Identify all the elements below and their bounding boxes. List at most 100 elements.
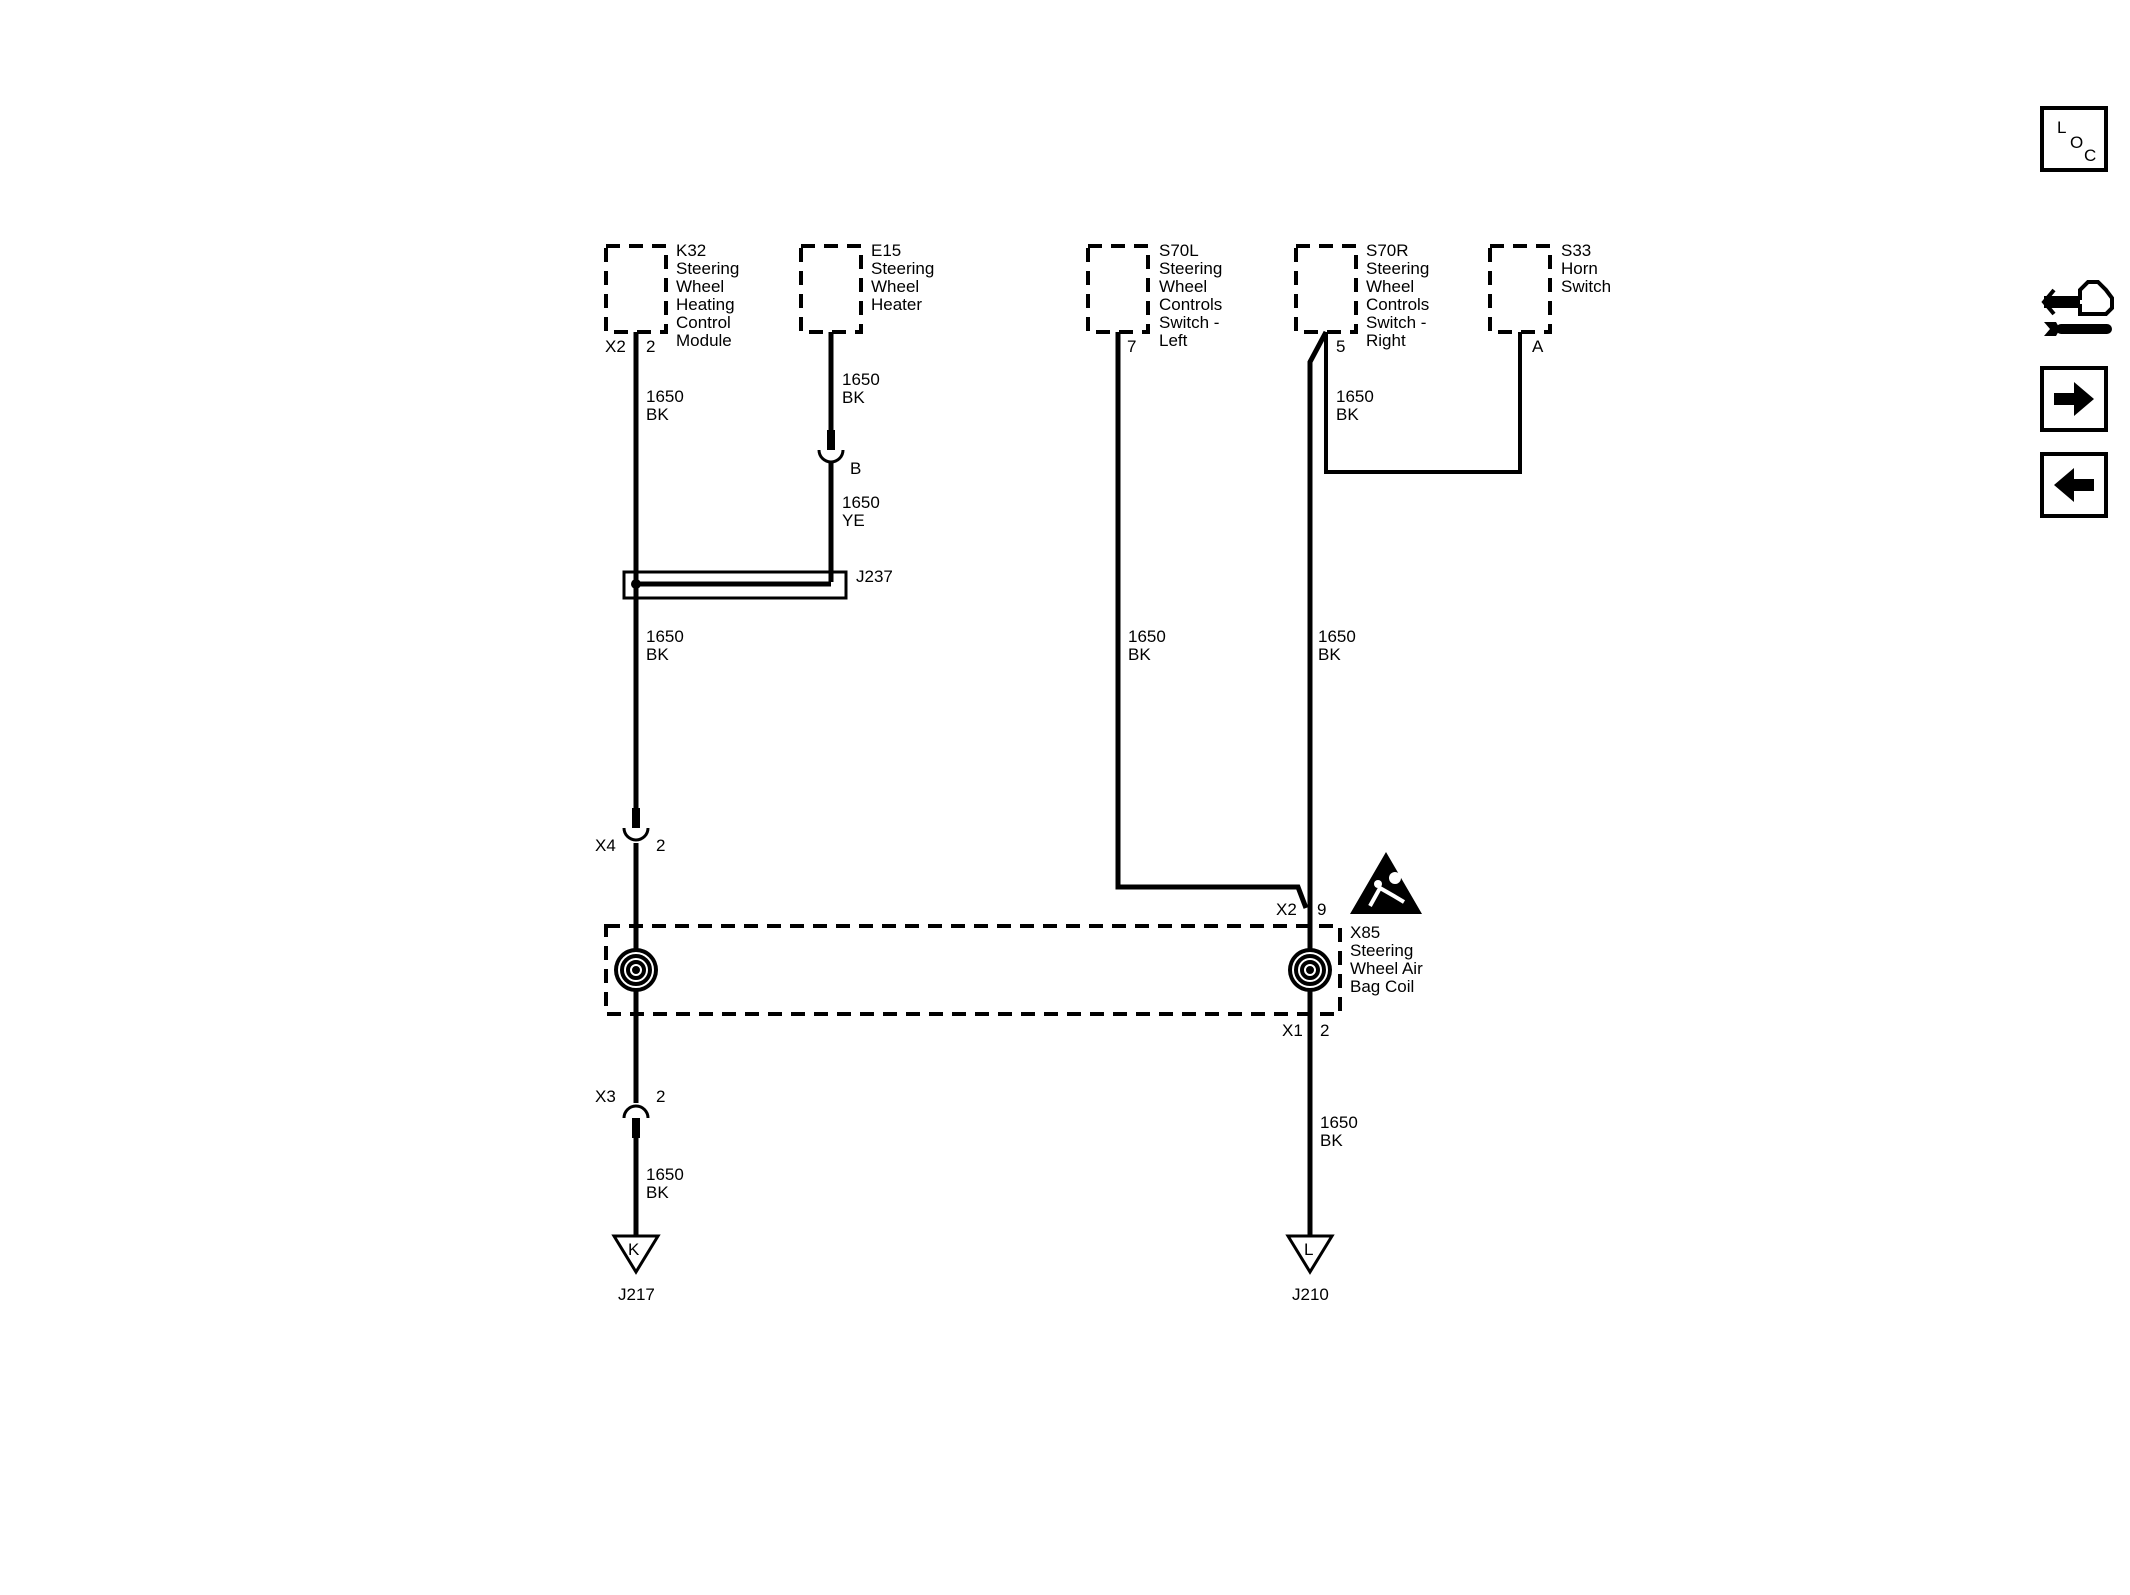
svg-text:Wheel: Wheel <box>871 277 919 296</box>
s70r-switch-box[interactable] <box>1294 244 1358 334</box>
j237-label: J237 <box>856 567 893 586</box>
e15-label: E15 Steering Wheel Heater <box>871 241 934 314</box>
svg-text:BK: BK <box>646 405 669 424</box>
wire-label-4: 1650 BK <box>646 627 684 664</box>
svg-text:Horn: Horn <box>1561 259 1598 278</box>
s33-pin-label: A <box>1532 337 1544 356</box>
svg-text:Steering: Steering <box>1159 259 1222 278</box>
svg-text:K: K <box>628 1240 640 1259</box>
svg-text:1650: 1650 <box>646 627 684 646</box>
s70l-switch-box[interactable] <box>1086 244 1150 334</box>
svg-text:Heating: Heating <box>676 295 735 314</box>
wire-label-9: 1650 BK <box>1320 1113 1358 1150</box>
svg-text:Wheel: Wheel <box>1366 277 1414 296</box>
svg-text:Heater: Heater <box>871 295 922 314</box>
airbag-warning-icon <box>1350 852 1422 914</box>
s70r-label: S70R Steering Wheel Controls Switch - Ri… <box>1366 241 1429 350</box>
wire-label-8: 1650 BK <box>646 1165 684 1202</box>
svg-text:BK: BK <box>1318 645 1341 664</box>
connector-x3[interactable] <box>622 1104 650 1138</box>
previous-page-button[interactable] <box>2040 452 2108 518</box>
j237-splice[interactable] <box>622 570 848 600</box>
arrow-right-icon <box>2054 382 2094 416</box>
svg-text:E15: E15 <box>871 241 901 260</box>
svg-text:Switch -: Switch - <box>1159 313 1219 332</box>
loc-c: C <box>2084 146 2097 165</box>
svg-text:1650: 1650 <box>646 387 684 406</box>
connector-x4[interactable] <box>622 808 650 842</box>
x4-connector-label: X4 <box>595 836 616 855</box>
svg-text:BK: BK <box>646 1183 669 1202</box>
s70l-pin-label: 7 <box>1127 337 1136 356</box>
ground-k[interactable]: K <box>611 1234 661 1275</box>
svg-text:Steering: Steering <box>871 259 934 278</box>
svg-text:Steering: Steering <box>1350 941 1413 960</box>
svg-text:Controls: Controls <box>1366 295 1429 314</box>
loc-o: O <box>2070 133 2084 152</box>
svg-text:Controls: Controls <box>1159 295 1222 314</box>
svg-text:BK: BK <box>1128 645 1151 664</box>
clockspring-coil-left-icon <box>614 948 658 992</box>
svg-text:BK: BK <box>646 645 669 664</box>
svg-text:S70R: S70R <box>1366 241 1409 260</box>
x85-x1-pin-label: 2 <box>1320 1021 1329 1040</box>
x4-pin-label: 2 <box>656 836 665 855</box>
svg-text:1650: 1650 <box>842 493 880 512</box>
svg-text:Left: Left <box>1159 331 1188 350</box>
svg-text:BK: BK <box>842 388 865 407</box>
s70l-label: S70L Steering Wheel Controls Switch - Le… <box>1159 241 1222 350</box>
svg-text:1650: 1650 <box>842 370 880 389</box>
ground-l[interactable]: L <box>1285 1234 1335 1275</box>
svg-text:Switch -: Switch - <box>1366 313 1426 332</box>
x85-airbag-coil-box[interactable] <box>604 924 1342 1016</box>
s33-horn-switch-box[interactable] <box>1488 244 1552 334</box>
svg-text:Bag Coil: Bag Coil <box>1350 977 1414 996</box>
ground-j210-label: J210 <box>1292 1285 1329 1304</box>
ground-j217-label: J217 <box>618 1285 655 1304</box>
x85-x1-connector-label: X1 <box>1282 1021 1303 1040</box>
svg-text:Wheel Air: Wheel Air <box>1350 959 1423 978</box>
x3-connector-label: X3 <box>595 1087 616 1106</box>
svg-text:BK: BK <box>1336 405 1359 424</box>
svg-text:1650: 1650 <box>1320 1113 1358 1132</box>
svg-text:L: L <box>1304 1240 1313 1259</box>
wire-label-2: 1650 BK <box>842 370 880 407</box>
e15-heater-box[interactable] <box>799 244 863 334</box>
e15-connector-label: B <box>850 459 861 478</box>
svg-text:Right: Right <box>1366 331 1406 350</box>
wire-label-7: 1650 BK <box>1318 627 1356 664</box>
next-page-button[interactable] <box>2040 366 2108 432</box>
svg-text:1650: 1650 <box>1318 627 1356 646</box>
loc-l: L <box>2057 118 2067 137</box>
connector-wrench-icon[interactable] <box>2040 278 2116 348</box>
wire-s70r-to-x85[interactable] <box>1307 330 1329 920</box>
svg-text:X85: X85 <box>1350 923 1380 942</box>
loc-button[interactable]: L O C <box>2040 106 2108 172</box>
clockspring-coil-right-icon <box>1288 948 1332 992</box>
svg-text:S70L: S70L <box>1159 241 1199 260</box>
connector-b[interactable] <box>817 430 845 464</box>
s33-label: S33 Horn Switch <box>1561 241 1611 296</box>
arrow-left-icon <box>2054 468 2094 502</box>
svg-text:Steering: Steering <box>676 259 739 278</box>
s70r-pin-label: 5 <box>1336 337 1345 356</box>
j237-splice-dot <box>631 579 641 589</box>
wire-s70l-to-x85[interactable] <box>1115 332 1309 909</box>
svg-text:YE: YE <box>842 511 865 530</box>
wire-label-3: 1650 YE <box>842 493 880 530</box>
k32-connector-label: X2 <box>605 337 626 356</box>
wire-label-1: 1650 BK <box>646 387 684 424</box>
k32-label: K32 Steering Wheel Heating Control Modul… <box>676 241 739 350</box>
k32-module-box[interactable] <box>604 244 668 334</box>
svg-text:Module: Module <box>676 331 732 350</box>
x85-label: X85 Steering Wheel Air Bag Coil <box>1350 923 1423 996</box>
svg-text:BK: BK <box>1320 1131 1343 1150</box>
svg-text:Wheel: Wheel <box>676 277 724 296</box>
wire-label-5: 1650 BK <box>1128 627 1166 664</box>
svg-text:1650: 1650 <box>1128 627 1166 646</box>
svg-text:Wheel: Wheel <box>1159 277 1207 296</box>
wire-s70r-to-s33[interactable] <box>1324 332 1522 474</box>
svg-text:1650: 1650 <box>646 1165 684 1184</box>
wire-label-6: 1650 BK <box>1336 387 1374 424</box>
